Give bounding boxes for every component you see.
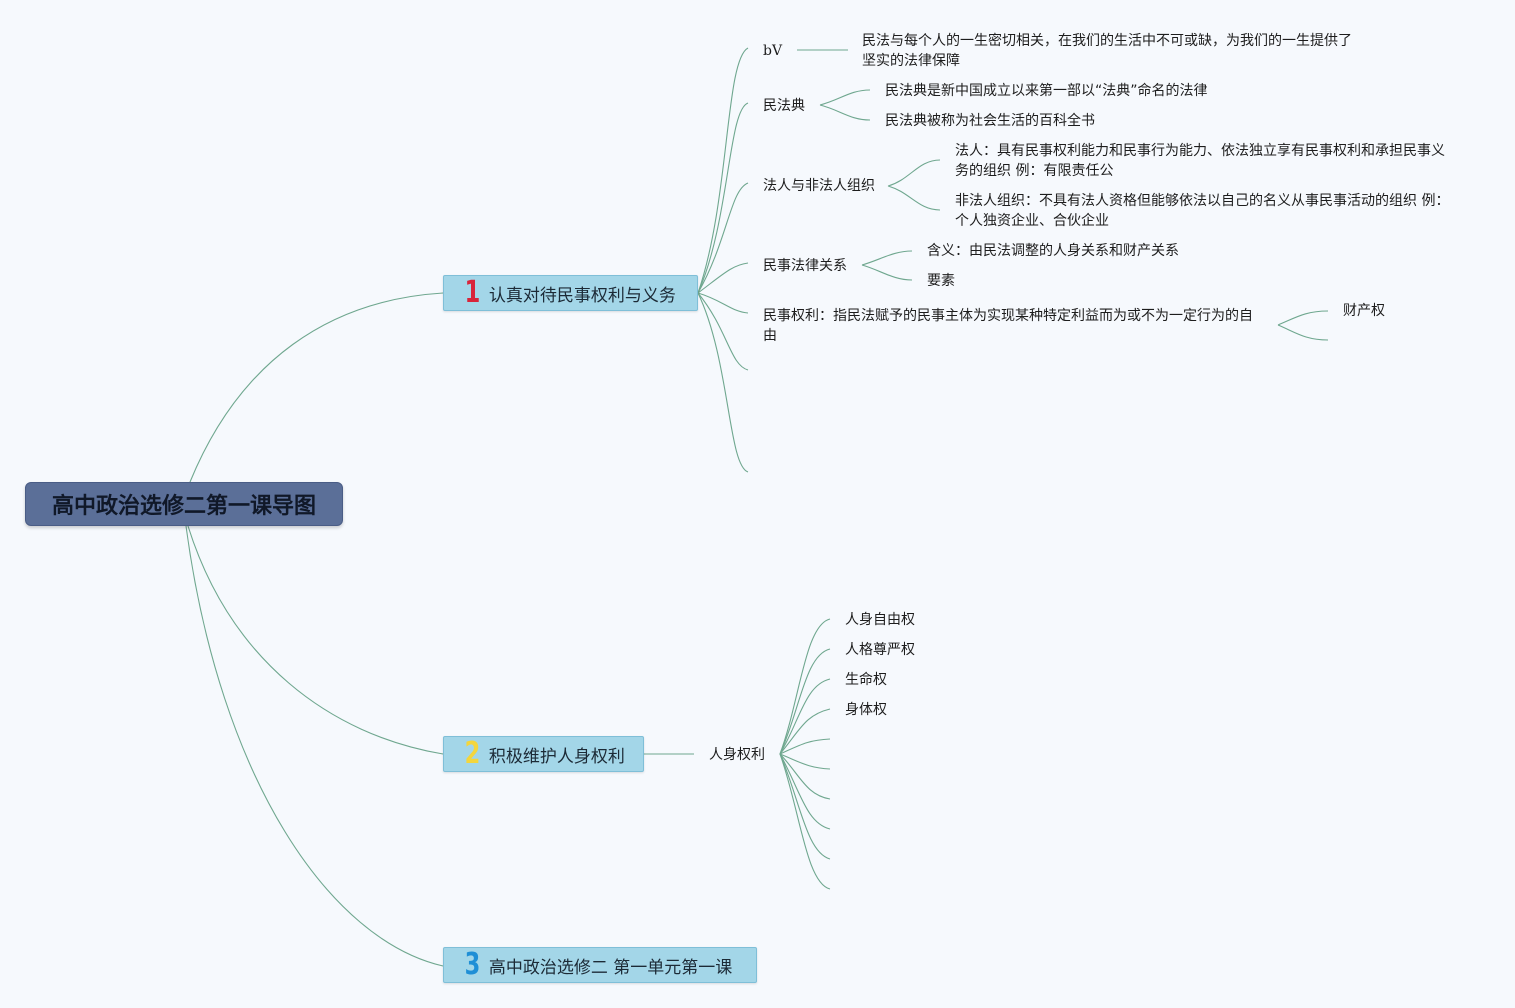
topic-minshi-falv-guanxi[interactable]: 民事法律关系 (763, 258, 847, 274)
connector-rs-4 (779, 708, 831, 755)
connector-b1-quanli (697, 292, 749, 314)
faren-child-2-line2: 个人独资企业、合伙企业 (955, 213, 1109, 229)
connector-root-b3 (185, 525, 444, 967)
connector-guanxi-c1 (861, 250, 913, 266)
guanxi-child-yaosu[interactable]: 要素 (927, 273, 955, 289)
connector-quanli-c1 (1277, 310, 1329, 326)
minfadian-child-2[interactable]: 民法典被称为社会生活的百科全书 (885, 113, 1095, 129)
connector-root-b2 (187, 525, 444, 755)
faren-child-2-line1[interactable]: 非法人组织：不具有法人资格但能够依法以自己的名义从事民事活动的组织 例： (955, 193, 1450, 209)
connector-mfd-c1 (819, 89, 871, 106)
connector-root-b1 (189, 292, 444, 483)
branch-3-node[interactable]: 3 高中政治选修二 第一单元第一课 (443, 947, 757, 983)
connector-rs-8 (779, 753, 831, 830)
connector-rs-10 (779, 753, 831, 890)
connector-rs-1 (779, 618, 831, 755)
bv-text-line2: 坚实的法律保障 (862, 53, 960, 69)
bv-text-line1[interactable]: 民法与每个人的一生密切相关，在我们的生活中不可或缺，为我们的一生提供了 (862, 33, 1352, 49)
connector-rs-2 (779, 648, 831, 755)
renshen-item-4[interactable]: 身体权 (845, 702, 887, 718)
connector-quanli-c2 (1277, 324, 1329, 341)
topic-minshi-quanli-line1[interactable]: 民事权利：指民法赋予的民事主体为实现某种特定利益而为或不为一定行为的自 (763, 308, 1253, 324)
connector-mfd-c2 (819, 104, 871, 121)
connector-faren-c2 (887, 185, 941, 211)
connector-b1-empty2 (697, 292, 749, 473)
branch-1-node[interactable]: 1 认真对待民事权利与义务 (443, 275, 698, 311)
renshen-item-3[interactable]: 生命权 (845, 672, 887, 688)
topic-minshi-quanli-line2: 由 (763, 328, 777, 344)
connector-b1-bv (697, 47, 749, 294)
renshen-item-2[interactable]: 人格尊严权 (845, 642, 915, 658)
branch-2-label: 积极维护人身权利 (488, 746, 625, 767)
topic-minfadian[interactable]: 民法典 (763, 98, 805, 114)
root-title: 高中政治选修二第一课导图 (51, 494, 316, 519)
faren-child-1-line1[interactable]: 法人：具有民事权利能力和民事行为能力、依法独立享有民事权利和承担民事义 (955, 143, 1445, 159)
topic-faren[interactable]: 法人与非法人组织 (763, 178, 875, 194)
quanli-child-caichanquan[interactable]: 财产权 (1343, 303, 1385, 319)
connector-b1-empty1 (697, 292, 749, 371)
connector-rs-5 (779, 738, 831, 755)
branch-1-number: 1 (464, 275, 481, 310)
branch-3-number: 3 (464, 947, 481, 982)
renshen-item-1[interactable]: 人身自由权 (845, 612, 915, 628)
connector-rs-3 (779, 678, 831, 755)
topic-renshen-quanli[interactable]: 人身权利 (709, 747, 765, 763)
topic-bv[interactable]: bV (763, 43, 783, 59)
branch-1-label: 认真对待民事权利与义务 (488, 285, 676, 306)
connector-rs-7 (779, 753, 831, 800)
connector-b1-mfd (697, 102, 749, 294)
connector-faren-c1 (887, 159, 941, 187)
minfadian-child-1[interactable]: 民法典是新中国成立以来第一部以“法典”命名的法律 (885, 83, 1208, 99)
connector-b1-guanxi (697, 262, 749, 294)
root-node[interactable]: 高中政治选修二第一课导图 (25, 482, 343, 526)
branch-3-label: 高中政治选修二 第一单元第一课 (488, 957, 733, 978)
connector-guanxi-c2 (861, 264, 913, 281)
faren-child-1-line2: 务的组织 例：有限责任公 (955, 163, 1114, 179)
connector-rs-6 (779, 753, 831, 770)
guanxi-child-hanyi[interactable]: 含义：由民法调整的人身关系和财产关系 (927, 243, 1179, 259)
connector-b1-faren (697, 182, 749, 294)
branch-2-number: 2 (464, 736, 481, 771)
connector-rs-9 (779, 753, 831, 860)
branch-2-node[interactable]: 2 积极维护人身权利 (443, 736, 644, 772)
